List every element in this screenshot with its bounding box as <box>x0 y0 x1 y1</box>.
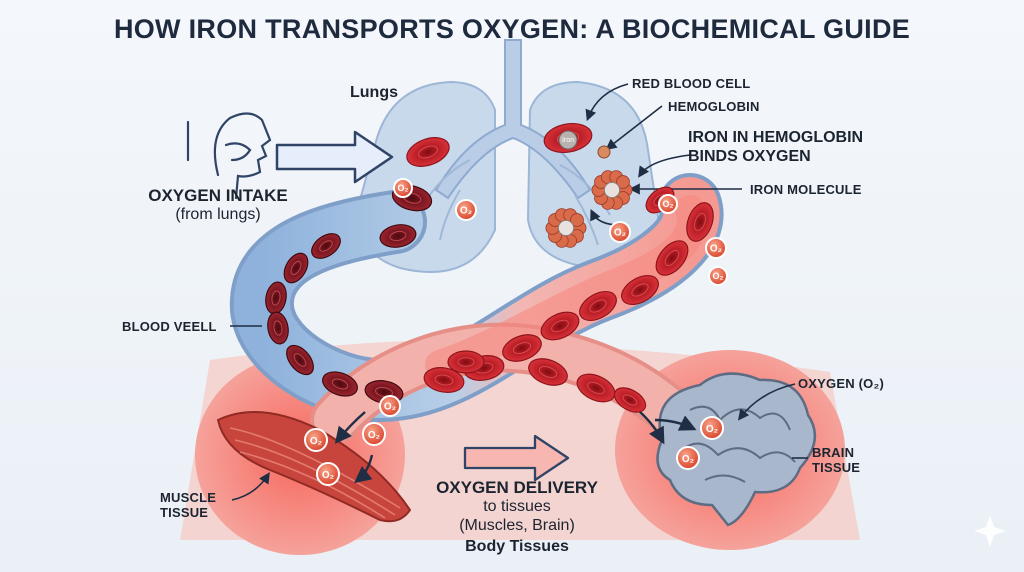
brain-tissue <box>656 372 817 527</box>
o2-molecule: O₂ <box>379 395 401 417</box>
red-blood-cell <box>579 290 617 322</box>
svg-text:O₂: O₂ <box>322 470 334 481</box>
svg-text:O₂: O₂ <box>713 271 724 281</box>
oxygen-delivery-sub2: (Muscles, Brain) <box>459 517 575 534</box>
svg-text:O₂: O₂ <box>614 228 626 239</box>
o2-molecule: O₂ <box>609 221 631 243</box>
o2-molecule: O₂ <box>676 446 700 470</box>
delivery-arrow-icon <box>463 434 570 482</box>
red-blood-cell <box>447 350 485 374</box>
blood-vessel-label: BLOOD VEELL <box>122 319 217 334</box>
red-blood-cell <box>613 387 647 413</box>
muscle-tissue-line1: MUSCLE <box>160 490 217 505</box>
svg-text:O₂: O₂ <box>310 436 322 447</box>
iron-badge: Iron <box>562 137 574 144</box>
page-title: HOW IRON TRANSPORTS OXYGEN: A BIOCHEMICA… <box>113 14 911 44</box>
red-blood-cell <box>286 344 314 376</box>
o2-molecule: O₂ <box>658 194 678 214</box>
svg-text:O₂: O₂ <box>710 244 722 255</box>
o2-molecule: O₂ <box>362 422 386 446</box>
o2-molecule: O₂ <box>708 266 728 286</box>
iron-molecule-label: IRON MOLECULE <box>750 182 862 197</box>
o2-molecule: O₂ <box>705 237 727 259</box>
svg-text:O₂: O₂ <box>384 402 396 413</box>
red-blood-cell <box>621 274 659 306</box>
o2-molecule: O₂ <box>700 416 724 440</box>
svg-text:O₂: O₂ <box>706 424 718 435</box>
oxygen-delivery-sub1: to tissues <box>483 498 551 515</box>
hemoglobin-label: HEMOGLOBIN <box>668 99 760 114</box>
brain-tissue-line2: TISSUE <box>812 460 861 475</box>
iron-binds-line2: BINDS OXYGEN <box>688 148 811 165</box>
body-tissues-label: Body Tissues <box>465 538 569 555</box>
hemoglobin-cluster <box>591 170 633 210</box>
o2-molecule: O₂ <box>304 428 328 452</box>
red-blood-cell-label: RED BLOOD CELL <box>632 76 751 91</box>
red-blood-cell <box>686 202 714 242</box>
red-blood-cell <box>311 233 341 259</box>
brain-tissue-line1: BRAIN <box>812 445 855 460</box>
red-blood-cells <box>265 122 714 413</box>
oxygen-intake-label: OXYGEN INTAKE <box>148 186 288 205</box>
hemoglobin-cluster <box>545 208 587 248</box>
o2-molecule: O₂ <box>455 199 477 221</box>
muscle-tissue-line2: TISSUE <box>160 505 209 520</box>
red-blood-cell <box>502 334 542 362</box>
svg-text:O₂: O₂ <box>663 199 674 209</box>
red-blood-cell <box>283 252 309 284</box>
svg-text:O₂: O₂ <box>398 183 409 193</box>
o2-molecule: O₂ <box>316 462 340 486</box>
oxygen-intake-sub: (from lungs) <box>175 206 261 223</box>
iron-binds-line1: IRON IN HEMOGLOBIN <box>688 129 864 146</box>
oxygen-molecules: O₂ O₂ O₂ O₂ O₂ O₂ O₂ O₂ O₂ O₂ O₂ O₂ <box>304 178 728 486</box>
red-blood-cell <box>655 240 689 276</box>
red-blood-cell <box>423 367 465 393</box>
head-profile-icon <box>186 112 272 200</box>
sparkle-icon <box>974 515 1006 547</box>
hemoglobin-cluster <box>597 145 611 159</box>
svg-text:O₂: O₂ <box>682 454 694 465</box>
leader-lines <box>230 83 808 501</box>
oxygen-delivery-label: OXYGEN DELIVERY <box>436 478 598 497</box>
red-blood-cell <box>540 311 580 341</box>
svg-text:O₂: O₂ <box>368 430 380 441</box>
right-arrow-icon <box>275 130 394 184</box>
o2-molecule: O₂ <box>393 178 413 198</box>
svg-text:O₂: O₂ <box>460 206 472 217</box>
red-blood-cell <box>406 137 450 167</box>
red-blood-cell <box>528 358 568 386</box>
red-blood-cell <box>267 311 289 345</box>
hemoglobin-clusters: Iron <box>545 130 633 248</box>
red-blood-cell <box>322 371 358 397</box>
red-blood-cell <box>379 224 417 248</box>
muscle-tissue <box>216 411 412 523</box>
lungs-label: Lungs <box>350 84 398 101</box>
oxygen-o2-label: OXYGEN (O₂) <box>798 376 884 391</box>
